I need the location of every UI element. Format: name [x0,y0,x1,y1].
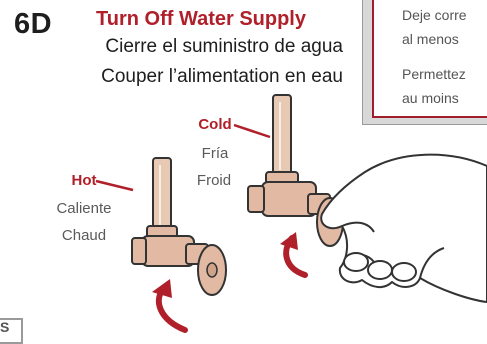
note-box: Deje corre al menos Permettez au moins [372,0,487,118]
hot-label-spanish: Caliente [56,200,112,217]
note-line-3: Permettez [402,66,466,82]
note-line-1: Deje corre [402,7,467,23]
cold-label-french: Froid [196,172,232,189]
cold-label-spanish: Fría [201,145,229,162]
step-number: 6D [14,8,53,40]
corner-fragment-text: S [0,319,10,335]
turn-arrow-icon-cold [280,232,308,278]
title-french: Couper l’alimentation en eau [101,66,343,87]
note-line-2: al menos [402,31,459,47]
hot-label-english: Hot [71,172,97,189]
turn-arrow-icon-hot [152,279,188,333]
hot-valve-illustration [131,157,227,296]
hot-label-french: Chaud [61,227,107,244]
title-english: Turn Off Water Supply [96,8,306,30]
cold-label-english: Cold [198,116,232,133]
hand-illustration [320,153,487,303]
title-spanish: Cierre el suministro de agua [105,36,343,57]
note-line-4: au moins [402,90,459,106]
valve-illustration [95,94,487,333]
